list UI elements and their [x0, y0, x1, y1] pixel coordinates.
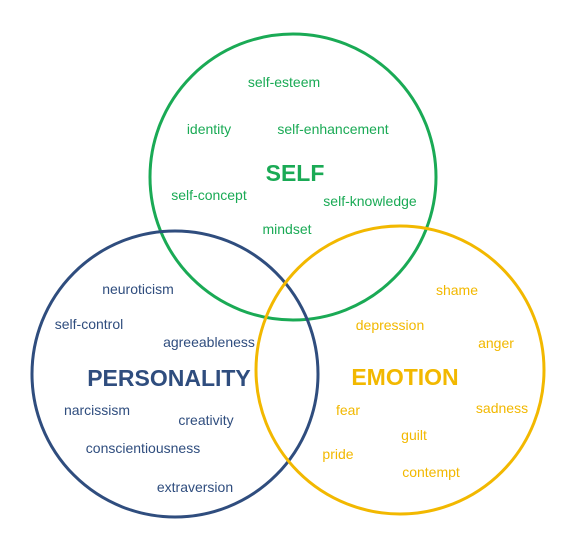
personality-term: agreeableness: [163, 334, 255, 350]
personality-term: neuroticism: [102, 281, 174, 297]
emotion-term: guilt: [401, 427, 427, 443]
emotion-term: contempt: [402, 464, 460, 480]
self-term: self-esteem: [248, 74, 320, 90]
personality-term: self-control: [55, 316, 123, 332]
self-term: self-enhancement: [277, 121, 388, 137]
self-title: SELF: [266, 160, 325, 186]
emotion-term: anger: [478, 335, 514, 351]
personality-title: PERSONALITY: [87, 365, 251, 391]
emotion-term: fear: [336, 402, 360, 418]
personality-circle: [30, 229, 320, 519]
personality-term: conscientiousness: [86, 440, 200, 456]
personality-term: creativity: [178, 412, 233, 428]
emotion-term: depression: [356, 317, 425, 333]
self-term: self-concept: [171, 187, 247, 203]
self-circle: [148, 32, 438, 322]
emotion-title: EMOTION: [351, 364, 458, 390]
emotion-term: pride: [322, 446, 353, 462]
self-term: mindset: [262, 221, 311, 237]
self-group: SELF self-esteem identity self-enhanceme…: [171, 74, 417, 237]
personality-term: extraversion: [157, 479, 233, 495]
personality-group: PERSONALITY neuroticism self-control agr…: [55, 281, 255, 495]
emotion-circle: [254, 224, 546, 516]
self-term: identity: [187, 121, 231, 137]
emotion-term: sadness: [476, 400, 528, 416]
personality-term: narcissism: [64, 402, 130, 418]
self-term: self-knowledge: [323, 193, 417, 209]
emotion-group: EMOTION shame depression anger fear sadn…: [322, 282, 528, 480]
emotion-term: shame: [436, 282, 478, 298]
